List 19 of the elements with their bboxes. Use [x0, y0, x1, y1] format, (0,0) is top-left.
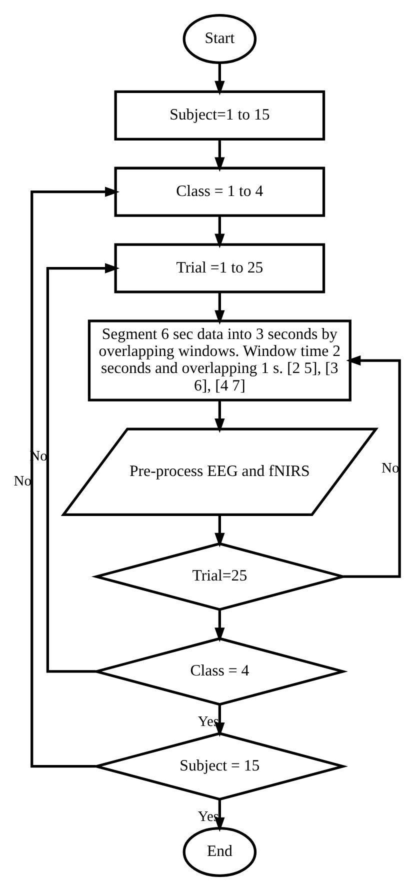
node-ellipse: End: [182, 826, 257, 877]
arrow: [30, 186, 120, 768]
arrow: [214, 704, 225, 737]
arrow: [214, 138, 225, 172]
arrow: [214, 609, 225, 642]
arrow: [214, 215, 225, 248]
node-ellipse: Start: [182, 13, 257, 64]
arrow: [46, 262, 120, 672]
node-box: Segment 6 sec data into 3 seconds by overlapping windows. Window time 2 seconds and overlapping 1 s. [2 5], [3 6], [4 7]: [88, 319, 352, 401]
arrow: [214, 292, 225, 324]
arrow: [344, 354, 401, 578]
arrow: [214, 400, 225, 432]
node-box: Trial =1 to 25: [114, 242, 326, 293]
arrow: [214, 62, 225, 95]
edge-label: No: [381, 460, 400, 476]
node-box: Class = 1 to 4: [114, 166, 326, 216]
arrow: [214, 514, 225, 547]
node-box: Subject=1 to 15: [114, 90, 326, 140]
arrow: [214, 799, 225, 832]
